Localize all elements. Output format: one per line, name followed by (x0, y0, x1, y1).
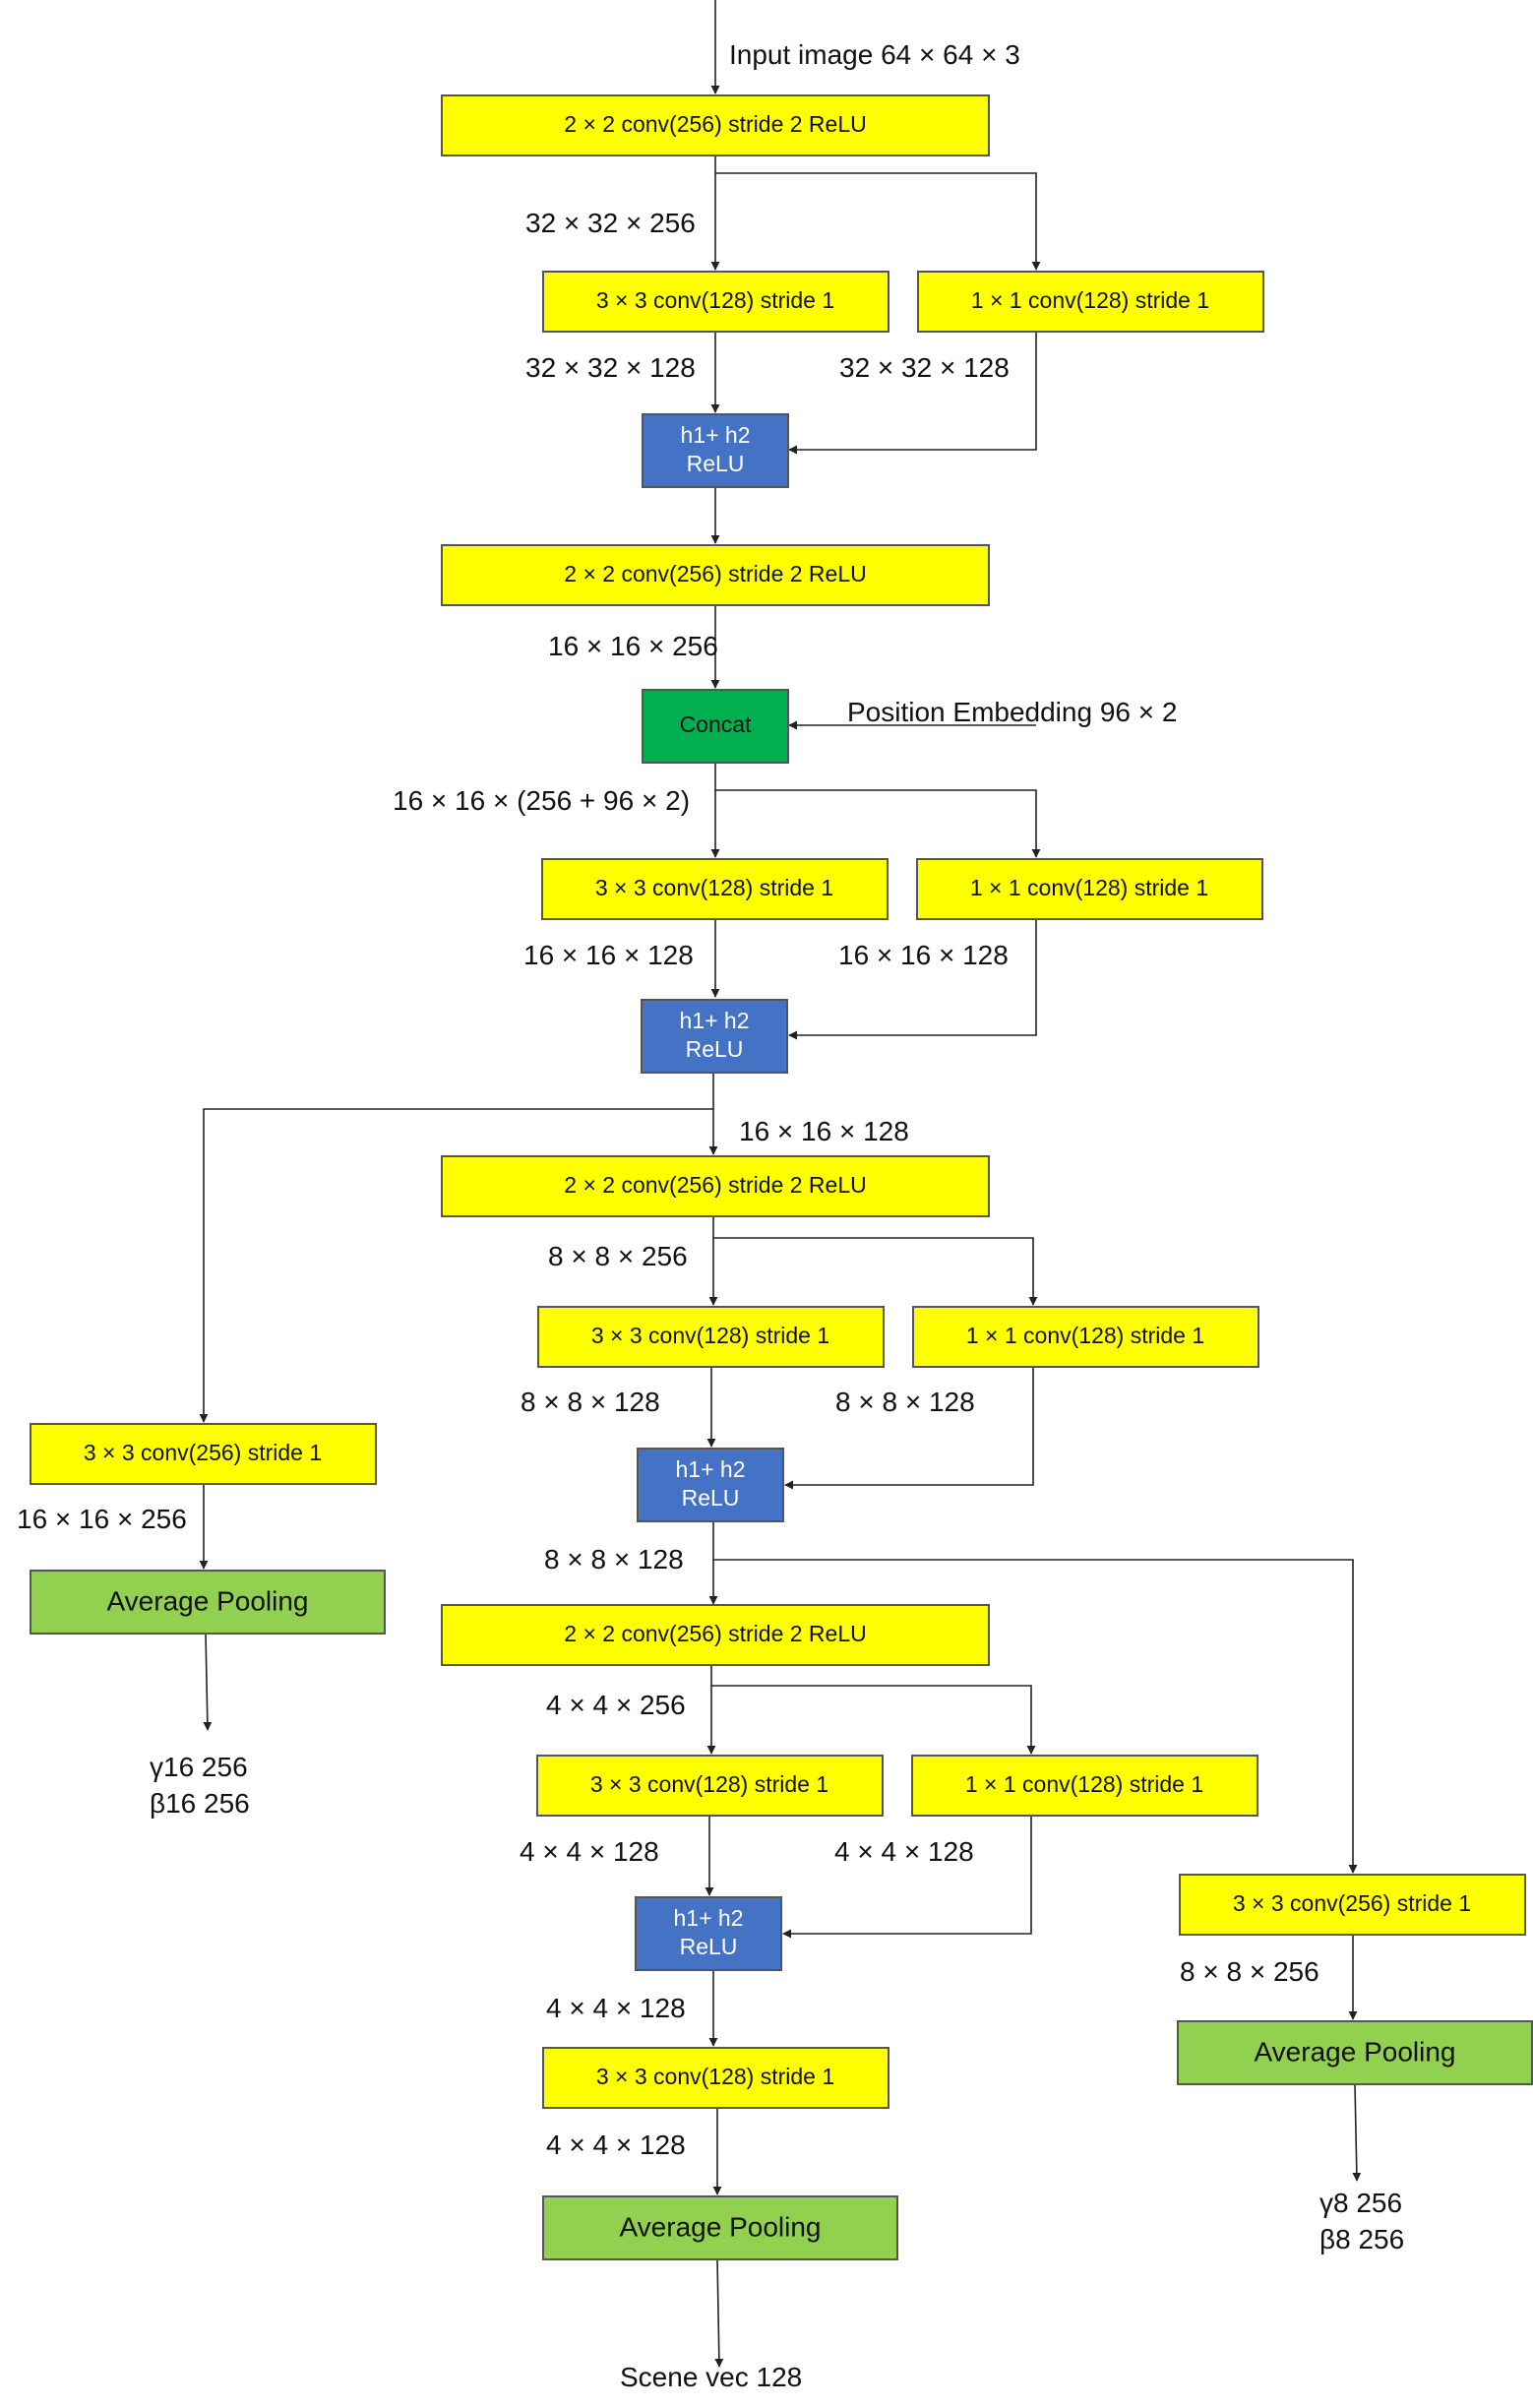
node-conv2a: 3 × 3 conv(128) stride 1 (541, 858, 889, 920)
node-pool-right-label: Average Pooling (1255, 2036, 1456, 2067)
label-s3a: 8 × 8 × 128 (521, 1387, 660, 1417)
edge-conv1-conv1b (715, 172, 1041, 271)
node-conv4: 2 × 2 conv(256) stride 2 ReLU (441, 1604, 990, 1666)
edge-leftpool-out (203, 1633, 213, 1731)
node-conv3-label: 2 × 2 conv(256) stride 2 ReLU (564, 1172, 866, 1198)
edge-conv1b-add1 (788, 332, 1037, 455)
node-conv5-label: 3 × 3 conv(128) stride 1 (596, 2064, 834, 2089)
label-out-right-g: γ8 256 (1319, 2188, 1402, 2218)
node-pool-right: Average Pooling (1177, 2020, 1533, 2085)
label-s4a: 4 × 4 × 128 (520, 1836, 659, 1867)
node-add1-line1: h1+ h2 (681, 422, 751, 448)
node-conv4b-label: 1 × 1 conv(128) stride 1 (965, 1771, 1203, 1797)
node-concat-label: Concat (680, 711, 752, 737)
label-input: Input image 64 × 64 × 3 (729, 39, 1020, 70)
node-conv1-label: 2 × 2 conv(256) stride 2 ReLU (564, 111, 866, 137)
node-add3-line2: ReLU (682, 1485, 740, 1511)
node-add4: h1+ h2 ReLU (635, 1896, 782, 1971)
node-conv3a: 3 × 3 conv(128) stride 1 (537, 1306, 885, 1368)
label-s-left: 16 × 16 × 256 (17, 1504, 187, 1534)
node-conv2a-label: 3 × 3 conv(128) stride 1 (595, 875, 833, 900)
node-conv2: 2 × 2 conv(256) stride 2 ReLU (441, 544, 990, 606)
edge-add2-leftconv (199, 1108, 713, 1423)
connectors (199, 0, 1362, 2368)
node-conv4b: 1 × 1 conv(128) stride 1 (911, 1755, 1258, 1817)
node-conv3b-label: 1 × 1 conv(128) stride 1 (966, 1323, 1204, 1348)
node-left-conv-label: 3 × 3 conv(256) stride 1 (84, 1440, 322, 1465)
node-conv3b: 1 × 1 conv(128) stride 1 (912, 1306, 1259, 1368)
node-conv3: 2 × 2 conv(256) stride 2 ReLU (441, 1155, 990, 1217)
labels: Input image 64 × 64 × 3 32 × 32 × 256 32… (17, 39, 1404, 2392)
label-s2b: 16 × 16 × 128 (838, 940, 1009, 970)
node-conv1a: 3 × 3 conv(128) stride 1 (542, 271, 889, 333)
node-concat: Concat (642, 689, 789, 764)
label-s5-in: 4 × 4 × 128 (546, 1993, 686, 2023)
node-left-conv: 3 × 3 conv(256) stride 1 (30, 1423, 377, 1485)
node-add3-line1: h1+ h2 (676, 1456, 746, 1482)
node-conv1b: 1 × 1 conv(128) stride 1 (917, 271, 1264, 333)
label-s-right: 8 × 8 × 256 (1180, 1956, 1319, 1987)
node-add2-line2: ReLU (686, 1036, 744, 1062)
node-add2-line1: h1+ h2 (680, 1008, 750, 1033)
label-s1b: 32 × 32 × 128 (839, 352, 1010, 383)
node-pool-main-label: Average Pooling (620, 2211, 822, 2242)
label-s3: 8 × 8 × 256 (548, 1241, 688, 1271)
edge-conv3-conv3b (713, 1237, 1038, 1306)
label-s4b: 4 × 4 × 128 (834, 1836, 974, 1867)
label-s4-in: 8 × 8 × 128 (544, 1544, 684, 1574)
label-out-main: Scene vec 128 (620, 2362, 802, 2392)
node-conv1: 2 × 2 conv(256) stride 2 ReLU (441, 94, 990, 156)
edge-conv4b-add4 (782, 1816, 1032, 1939)
label-s3b: 8 × 8 × 128 (835, 1387, 975, 1417)
node-add1: h1+ h2 ReLU (642, 413, 789, 488)
node-conv2b-label: 1 × 1 conv(128) stride 1 (970, 875, 1208, 900)
node-conv4a-label: 3 × 3 conv(128) stride 1 (590, 1771, 828, 1797)
label-pos-emb: Position Embedding 96 × 2 (847, 697, 1177, 727)
node-add2: h1+ h2 ReLU (641, 999, 788, 1074)
node-right-conv: 3 × 3 conv(256) stride 1 (1179, 1874, 1526, 1936)
label-out-left-g: γ16 256 (150, 1752, 248, 1782)
edge-conv3b-add3 (784, 1367, 1034, 1490)
node-add4-line2: ReLU (680, 1934, 738, 1959)
edge-conv4-conv4b (711, 1685, 1036, 1755)
label-out-right-b: β8 256 (1319, 2224, 1404, 2254)
node-pool-main: Average Pooling (542, 2195, 898, 2260)
node-pool-left-label: Average Pooling (107, 1585, 309, 1616)
node-conv1a-label: 3 × 3 conv(128) stride 1 (596, 287, 834, 313)
node-conv4-label: 2 × 2 conv(256) stride 2 ReLU (564, 1621, 866, 1646)
label-s3-in: 16 × 16 × 128 (739, 1116, 909, 1146)
label-s4: 4 × 4 × 256 (546, 1690, 686, 1720)
edge-add3-rightconv (713, 1559, 1358, 1874)
label-s5-out: 4 × 4 × 128 (546, 2130, 686, 2160)
edge-mainpool-out (714, 2258, 724, 2368)
node-conv4a: 3 × 3 conv(128) stride 1 (536, 1755, 884, 1817)
node-conv2-label: 2 × 2 conv(256) stride 2 ReLU (564, 561, 866, 587)
node-add3: h1+ h2 ReLU (637, 1448, 784, 1522)
node-conv2b: 1 × 1 conv(128) stride 1 (916, 858, 1263, 920)
label-s2: 16 × 16 × 256 (548, 631, 718, 661)
node-add1-line2: ReLU (687, 451, 745, 476)
node-conv1b-label: 1 × 1 conv(128) stride 1 (971, 287, 1209, 313)
node-right-conv-label: 3 × 3 conv(256) stride 1 (1233, 1890, 1471, 1916)
label-s2a: 16 × 16 × 128 (523, 940, 694, 970)
edge-rightpool-out (1352, 2083, 1362, 2182)
edge-conv2b-add2 (788, 919, 1037, 1040)
edge-concat-conv2b (715, 789, 1041, 858)
node-conv5: 3 × 3 conv(128) stride 1 (542, 2047, 889, 2109)
node-pool-left: Average Pooling (30, 1570, 386, 1635)
nodes: 2 × 2 conv(256) stride 2 ReLU 3 × 3 conv… (30, 94, 1533, 2260)
label-s-concat: 16 × 16 × (256 + 96 × 2) (393, 785, 690, 816)
node-conv3a-label: 3 × 3 conv(128) stride 1 (591, 1323, 829, 1348)
node-add4-line1: h1+ h2 (674, 1905, 744, 1931)
label-s1a: 32 × 32 × 128 (525, 352, 696, 383)
label-s1: 32 × 32 × 256 (525, 208, 696, 238)
label-out-left-b: β16 256 (150, 1788, 250, 1819)
